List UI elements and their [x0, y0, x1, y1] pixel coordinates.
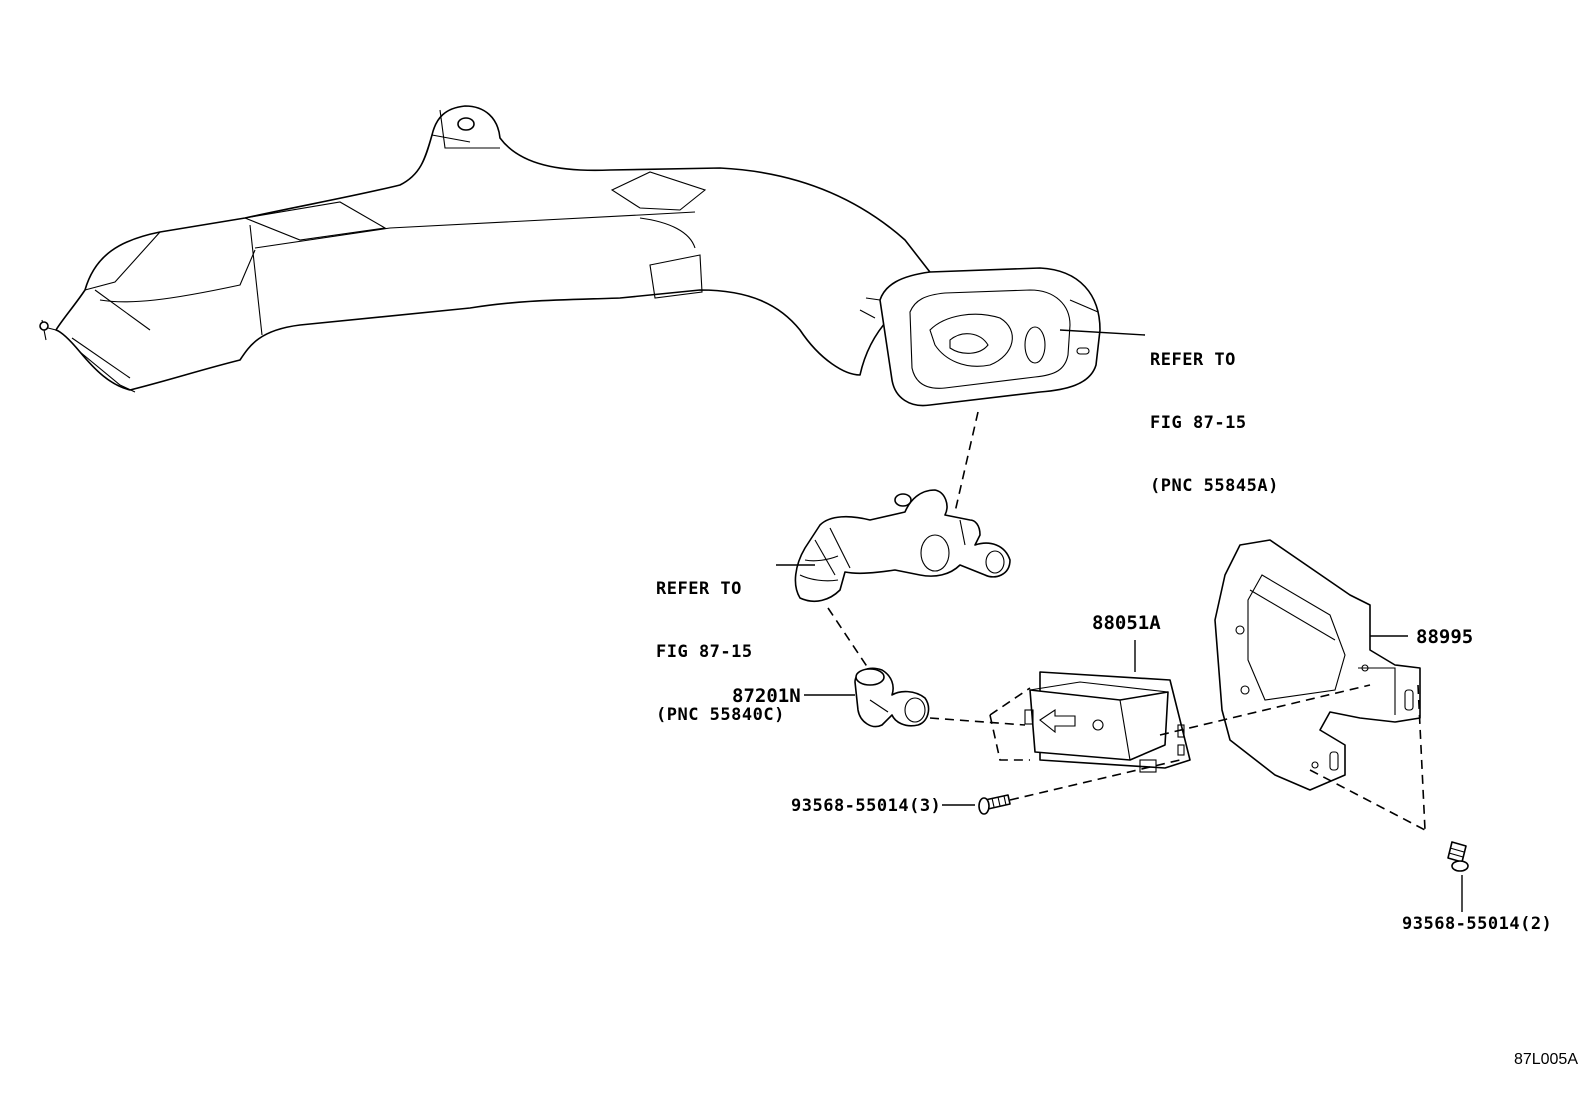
sensor-88051a — [1024, 671, 1191, 773]
refer-duct-label: REFER TO FIG 87-15 (PNC 55845A) — [1150, 350, 1279, 496]
bolt-3 — [978, 794, 1011, 815]
refer-hose-label: REFER TO FIG 87-15 (PNC 55840C) — [656, 579, 785, 725]
leader-lines — [776, 329, 1463, 912]
part-number-bolt-2: 93568-55014(2) — [1402, 914, 1553, 934]
figure-code: 87L005A — [1513, 1051, 1578, 1068]
bolt-2 — [1447, 841, 1469, 872]
hose-assembly — [794, 489, 1011, 602]
assembly-lines — [827, 411, 1426, 831]
part-number-bolt-3: 93568-55014(3) — [791, 796, 942, 816]
part-number-87201n: 87201N — [732, 685, 801, 707]
part-number-88051a: 88051A — [1092, 612, 1161, 634]
part-number-88995: 88995 — [1416, 626, 1474, 648]
bracket-88995 — [1214, 539, 1421, 791]
air-duct — [39, 105, 1101, 407]
elbow-hose-87201n — [854, 667, 930, 728]
